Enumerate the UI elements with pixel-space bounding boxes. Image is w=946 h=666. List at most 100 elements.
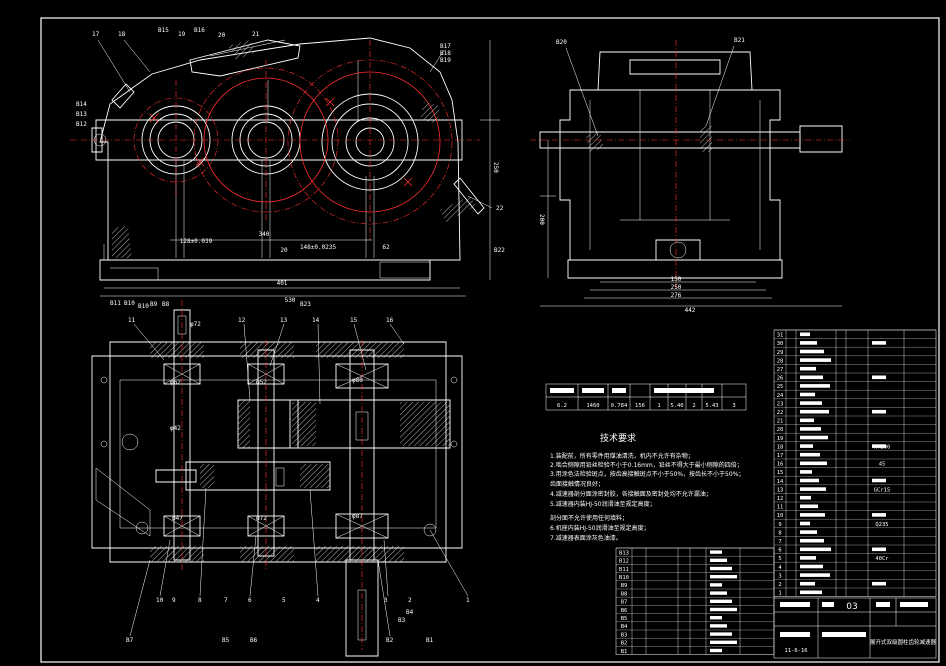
top-labels: 11 B10 B9 B8 12 13 14 B23 15 16 <box>128 301 394 324</box>
part-name-text <box>800 478 819 483</box>
spec-value: 1460 <box>586 403 599 409</box>
spec-value: 0.784 <box>611 403 628 409</box>
part-label: B11 <box>110 300 121 307</box>
part-row-number: 9 <box>778 522 781 528</box>
tech-line: 4.减速器剖分面涂密封胶，各接触面及密封处均不允许漏油； <box>550 490 712 498</box>
title-block: 03 展开式双级圆柱齿轮减速器 11-6-16 <box>773 597 937 659</box>
side-dim: 250 <box>671 284 682 291</box>
spec-value: 156 <box>635 403 645 409</box>
part-label: 6 <box>248 597 252 604</box>
part-row-number: 6 <box>778 548 781 554</box>
part-row-number: 15 <box>777 470 784 476</box>
tech-line: 1.装配前，所有零件用煤油清洗，机内不允许有杂物； <box>550 452 694 460</box>
part-name-text <box>800 341 817 345</box>
part-label: B14 <box>76 101 87 108</box>
part-row-number: 24 <box>777 393 784 399</box>
part-row-number: 5 <box>778 556 781 562</box>
part-name-text <box>800 504 818 509</box>
part-material: 45 <box>879 462 886 468</box>
part-row-number: 20 <box>777 427 784 433</box>
part-material: Q235 <box>875 522 888 528</box>
part-label: B15 <box>158 27 169 34</box>
drawing-border <box>40 17 940 663</box>
part-row-number: 19 <box>777 436 784 442</box>
part-row-number: B1 <box>621 649 628 655</box>
part-row-number: 26 <box>777 376 784 382</box>
part-row-number: 11 <box>777 505 784 511</box>
part-row-number: B2 <box>621 641 628 647</box>
part-name-text <box>800 418 814 423</box>
top-dim: φ80 <box>352 377 363 384</box>
top-dim: φ42 <box>170 425 181 432</box>
part-label: 5 <box>282 597 286 604</box>
tech-requirements: 技术要求 1.装配前，所有零件用煤油清洗，机内不允许有杂物； 2.啮合侧隙用铅丝… <box>550 432 744 542</box>
part-label: 7 <box>224 597 228 604</box>
part-row-number: 14 <box>777 479 784 485</box>
part-row-number: B13 <box>619 550 629 556</box>
part-row-number: B3 <box>621 632 628 638</box>
part-label: 22 <box>496 205 504 212</box>
part-row-number: 4 <box>778 565 782 571</box>
part-label: 8 <box>198 597 202 604</box>
front-dim: 340 <box>259 231 270 238</box>
part-label: 3 <box>384 597 388 604</box>
spec-table: 6.2 1460 0.784 156 1 5.40 2 5.43 3 <box>545 383 747 411</box>
part-name-text <box>800 470 812 474</box>
part-name-text <box>800 461 827 466</box>
part-row-number: 2 <box>778 582 781 588</box>
side-view: 150 250 276 442 200 B20 B21 <box>530 37 850 314</box>
front-view: 128±0.039 340 148±0.0235 20 62 401 530 2… <box>70 27 505 307</box>
part-label: 9 <box>172 597 176 604</box>
front-dim: 401 <box>277 280 288 287</box>
part-label: B23 <box>300 301 311 308</box>
part-row-number: B9 <box>621 583 628 589</box>
part-row-number: 8 <box>778 530 781 536</box>
part-row-number: 16 <box>777 462 784 468</box>
part-name-text <box>800 564 823 569</box>
part-name-text <box>800 556 816 560</box>
part-name-text <box>800 487 826 491</box>
part-label: B6 <box>250 637 258 644</box>
part-label: 18 <box>118 31 126 38</box>
side-dim: 200 <box>538 214 545 225</box>
part-row-number: 27 <box>777 367 784 373</box>
part-row-number: B4 <box>621 624 628 630</box>
part-label: B18 <box>440 50 451 57</box>
part-name-text <box>800 358 831 362</box>
part-label: B13 <box>76 111 87 118</box>
part-label: 17 <box>92 31 100 38</box>
part-row-number: 1 <box>778 591 781 597</box>
part-label: B5 <box>222 637 230 644</box>
part-row-number: 23 <box>777 401 784 407</box>
part-name-text <box>800 513 825 517</box>
top-dim: φ62 <box>170 379 181 386</box>
part-name-text <box>800 375 823 380</box>
part-row-number: B12 <box>619 559 629 565</box>
part-label: B12 <box>76 121 87 128</box>
part-row-number: 17 <box>777 453 784 459</box>
side-dim: 442 <box>685 307 696 314</box>
part-label: B4 <box>406 609 414 616</box>
side-dim: 276 <box>671 292 682 299</box>
part-label: 16 <box>386 317 394 324</box>
part-label: 2 <box>408 597 412 604</box>
part-label: 10 <box>156 597 164 604</box>
part-row-number: B8 <box>621 591 628 597</box>
part-name-text <box>800 538 824 543</box>
front-dim: 128±0.039 <box>180 238 213 245</box>
part-name-text <box>800 530 817 534</box>
part-name-text <box>800 581 815 586</box>
part-row-number: B11 <box>619 567 629 573</box>
part-label: 11 <box>128 317 136 324</box>
top-view: φ72 φ62 φ52 φ80 φ47 φ72 φ87 φ42 11 B10 B… <box>91 300 470 657</box>
drawing-title: 展开式双级圆柱齿轮减速器 <box>870 638 937 646</box>
spec-value: 5.40 <box>670 403 683 409</box>
spec-value: 1 <box>657 403 660 409</box>
top-dim: φ87 <box>352 513 363 520</box>
front-dim: 250 <box>492 162 499 173</box>
tech-line: 6.机座内装HJ-50润滑油至规定高度； <box>550 524 650 532</box>
part-name-text <box>800 401 822 405</box>
part-label: 20 <box>218 32 226 39</box>
